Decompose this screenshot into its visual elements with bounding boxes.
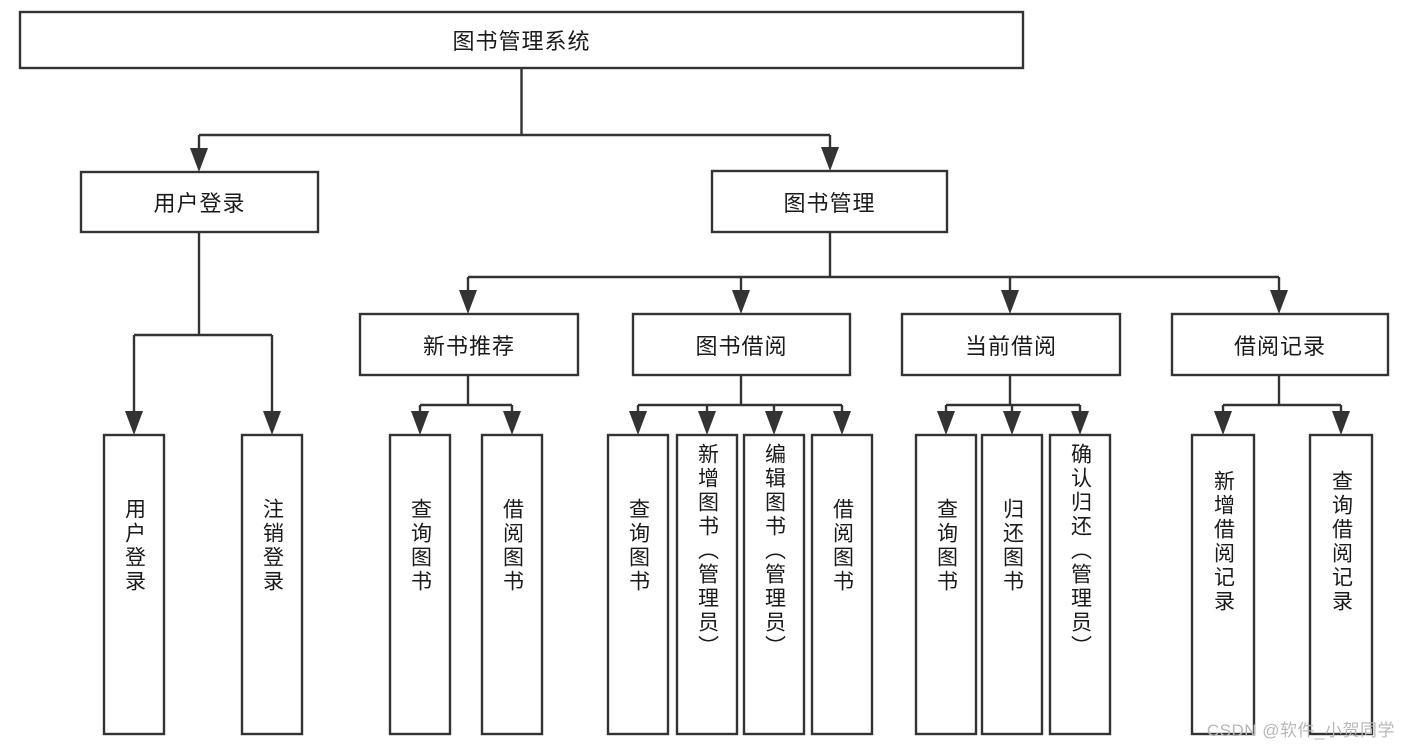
connector-group-user-login [125, 232, 281, 435]
node-box-user-login[interactable] [79, 170, 320, 234]
node-box-root[interactable] [18, 10, 1025, 70]
node-box-leaf-query-borrow-record[interactable] [1308, 433, 1374, 736]
arrow-head-book-management [821, 147, 839, 171]
node-box-leaf-add-book-admin[interactable] [675, 433, 739, 736]
node-box-leaf-confirm-return-admin[interactable] [1048, 433, 1112, 736]
node-box-leaf-query-book-1[interactable] [388, 433, 452, 736]
node-box-leaf-user-login[interactable] [102, 433, 166, 736]
arrow-head-leaf-return-book [1003, 411, 1021, 435]
node-box-leaf-edit-book-admin[interactable] [742, 433, 806, 736]
arrow-head-leaf-borrow-book-2 [833, 411, 851, 435]
arrow-head-current-borrow [1001, 290, 1019, 314]
node-box-leaf-return-book[interactable] [980, 433, 1044, 736]
node-box-leaf-logout-login[interactable] [240, 433, 304, 736]
connector-group-root [190, 68, 839, 172]
node-box-leaf-borrow-book-2[interactable] [810, 433, 874, 736]
node-box-leaf-query-book-3[interactable] [914, 433, 978, 736]
arrow-head-leaf-user-login [125, 411, 143, 435]
arrow-head-leaf-edit-book-admin [765, 411, 783, 435]
arrow-head-leaf-logout-login [263, 411, 281, 435]
node-box-new-book-recommend[interactable] [358, 312, 580, 377]
node-box-leaf-query-book-2[interactable] [606, 433, 670, 736]
connector-group-book-borrow [629, 375, 851, 435]
connector-group-borrow-record [1214, 375, 1350, 435]
arrow-head-user-login [190, 148, 208, 172]
node-box-borrow-record[interactable] [1170, 312, 1390, 377]
node-box-leaf-borrow-book-1[interactable] [480, 433, 544, 736]
arrow-head-leaf-query-book-2 [629, 411, 647, 435]
arrow-head-book-borrow [732, 290, 750, 314]
node-box-book-management[interactable] [710, 169, 949, 234]
arrow-head-leaf-query-book-1 [411, 411, 429, 435]
arrow-head-leaf-add-book-admin [698, 411, 716, 435]
node-box-book-borrow[interactable] [631, 312, 852, 377]
node-box-leaf-add-borrow-record[interactable] [1190, 433, 1256, 736]
arrow-head-leaf-confirm-return-admin [1071, 411, 1089, 435]
arrow-head-leaf-query-book-3 [937, 411, 955, 435]
arrow-head-leaf-borrow-book-1 [503, 411, 521, 435]
node-box-current-borrow[interactable] [900, 312, 1122, 377]
arrow-head-leaf-add-borrow-record [1214, 411, 1232, 435]
connector-group-current-borrow [937, 375, 1089, 435]
connector-group-book-management [459, 232, 1288, 314]
arrow-head-new-book-recommend [459, 290, 477, 314]
arrow-head-leaf-query-borrow-record [1332, 411, 1350, 435]
connector-group-new-book-recommend [411, 375, 521, 435]
arrow-head-borrow-record [1270, 290, 1288, 314]
